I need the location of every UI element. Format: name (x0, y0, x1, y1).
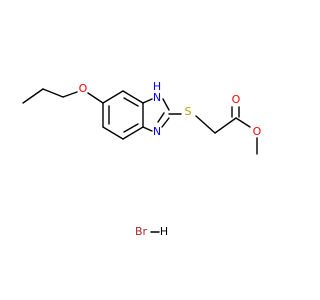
bond-benzene-5-inner (123, 97, 139, 107)
bond-benzene-3-inner (123, 123, 139, 133)
bond-benzene-2 (102, 126, 124, 140)
bond-carbonyl-oester (235, 117, 251, 128)
atom-label-n-h: N (153, 91, 161, 104)
atom-label-o-ether: O (79, 82, 88, 95)
bond-ethyl-ch2 (42, 88, 64, 98)
bond-ethyl-ch3 (22, 88, 44, 104)
atom-label-o-carbonyl: O (232, 93, 241, 106)
bond-ch2-carbonyl (214, 117, 237, 134)
atom-label-h-salt: H (160, 225, 168, 238)
bond-c2-n3-inner (157, 112, 165, 123)
bond-o-aryl (87, 92, 104, 104)
bond-benzene-5 (122, 90, 144, 104)
atom-label-o-ester: O (253, 125, 262, 138)
bond-benzene-6 (102, 90, 124, 104)
atom-label-br: Br (135, 225, 148, 238)
bond-c7a-n1 (142, 98, 153, 104)
structure-diagram: O H N N S O O Br H (0, 0, 300, 300)
atom-label-s: S (185, 105, 192, 118)
bonds (22, 88, 258, 233)
bond-n3-c3a (142, 126, 153, 132)
bond-ch2-o (62, 91, 78, 98)
background (0, 0, 300, 300)
bond-c2-n3 (161, 117, 170, 128)
bond-benzene-3 (122, 126, 144, 140)
atom-labels: O H N N S O O Br H (79, 80, 262, 238)
atom-label-h-on-n: H (153, 80, 161, 93)
atom-label-n-ring: N (153, 125, 161, 138)
bond-s-ch2 (195, 115, 216, 134)
bond-n1-c2 (162, 98, 170, 111)
